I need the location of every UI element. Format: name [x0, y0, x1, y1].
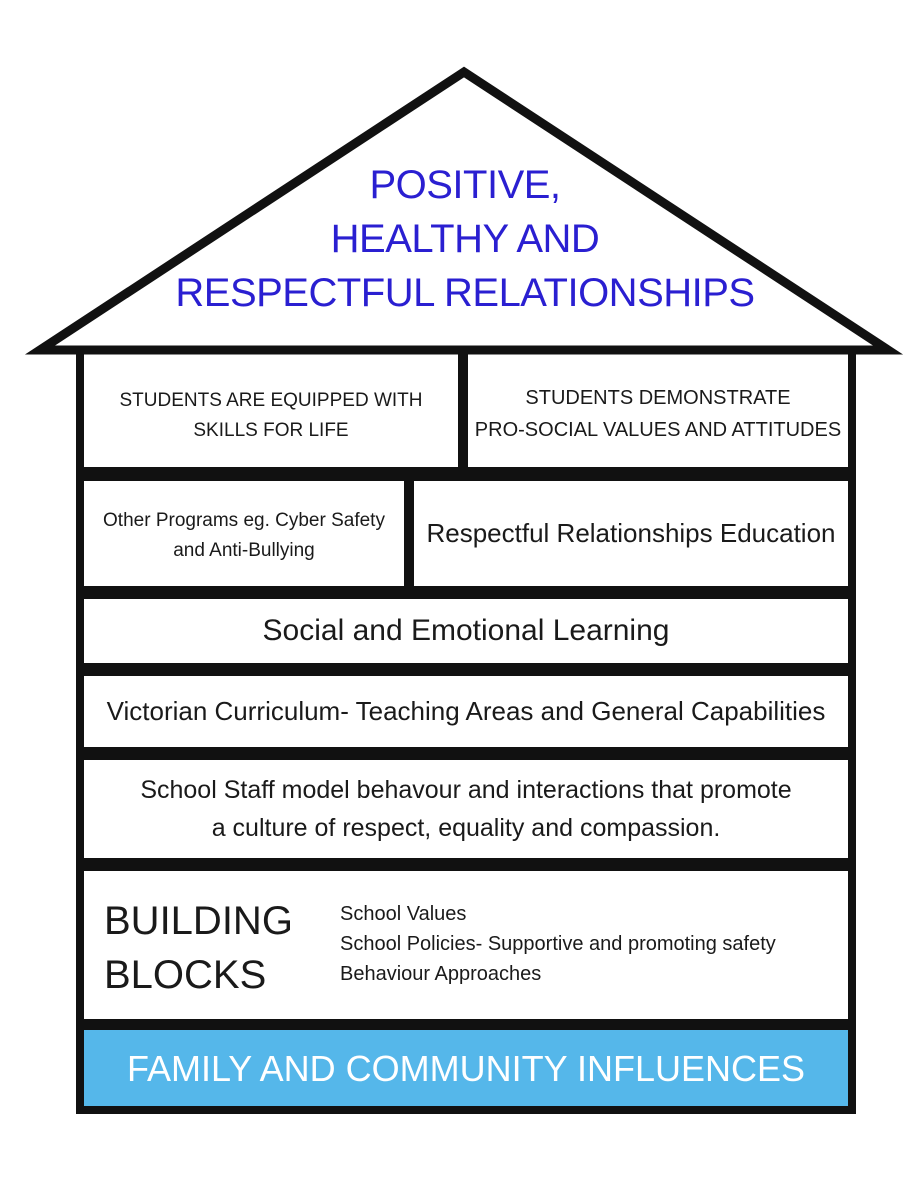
other-programs-line2: and Anti-Bullying [173, 540, 315, 561]
building-blocks-item: School Policies- Supportive and promotin… [340, 933, 776, 955]
roof-title-line3: RESPECTFUL RELATIONSHIPS [175, 271, 755, 315]
respectful-relationships-block: Respectful Relationships Education [414, 481, 848, 586]
roof-title-line2: HEALTHY AND [330, 217, 600, 261]
social-emotional-learning-label: Social and Emotional Learning [262, 614, 670, 647]
school-staff-line1: School Staff model behavour and interact… [140, 776, 792, 804]
building-blocks-item: Behaviour Approaches [340, 963, 542, 985]
divider-col-row2 [404, 481, 414, 586]
other-programs-block: Other Programs eg. Cyber Safety and Anti… [84, 498, 404, 574]
divider-col-row1 [458, 354, 468, 467]
pro-social-values-line2: PRO-SOCIAL VALUES AND ATTITUDES [474, 419, 842, 441]
roof-title-line1: POSITIVE, [369, 163, 561, 207]
respectful-relationships-label: Respectful Relationships Education [426, 518, 836, 548]
victorian-curriculum-label: Victorian Curriculum- Teaching Areas and… [106, 696, 826, 726]
skills-for-life-block: STUDENTS ARE EQUIPPED WITH SKILLS FOR LI… [84, 380, 458, 452]
victorian-curriculum-block: Victorian Curriculum- Teaching Areas and… [84, 676, 848, 747]
building-blocks-heading-line1: BUILDING [104, 899, 293, 943]
building-blocks-item: School Values [340, 903, 467, 925]
divider-row1 [80, 467, 852, 481]
divider-row3 [80, 663, 852, 676]
divider-row2 [80, 586, 852, 599]
building-blocks-list: School Values School Policies- Supportiv… [340, 899, 776, 989]
social-emotional-learning-block: Social and Emotional Learning [84, 599, 848, 663]
skills-for-life-line2: SKILLS FOR LIFE [193, 420, 349, 441]
pro-social-values-block: STUDENTS DEMONSTRATE PRO-SOCIAL VALUES A… [468, 376, 848, 452]
divider-row5 [80, 858, 852, 871]
family-community-influences-label: FAMILY AND COMMUNITY INFLUENCES [126, 1048, 806, 1089]
pro-social-values-line1: STUDENTS DEMONSTRATE [525, 387, 791, 409]
other-programs-line1: Other Programs eg. Cyber Safety [103, 510, 385, 531]
school-staff-line2: a culture of respect, equality and compa… [211, 814, 721, 842]
divider-row4 [80, 747, 852, 760]
building-blocks-heading: BUILDING BLOCKS [104, 894, 293, 1002]
skills-for-life-line1: STUDENTS ARE EQUIPPED WITH [119, 390, 423, 411]
house-body-outline [76, 346, 856, 1114]
divider-row6 [80, 1019, 852, 1030]
foundation-band [84, 1030, 848, 1106]
school-staff-block: School Staff model behavour and interact… [84, 760, 848, 858]
roof-title: POSITIVE, HEALTHY AND RESPECTFUL RELATIO… [150, 158, 780, 320]
building-blocks-heading-line2: BLOCKS [104, 953, 267, 997]
